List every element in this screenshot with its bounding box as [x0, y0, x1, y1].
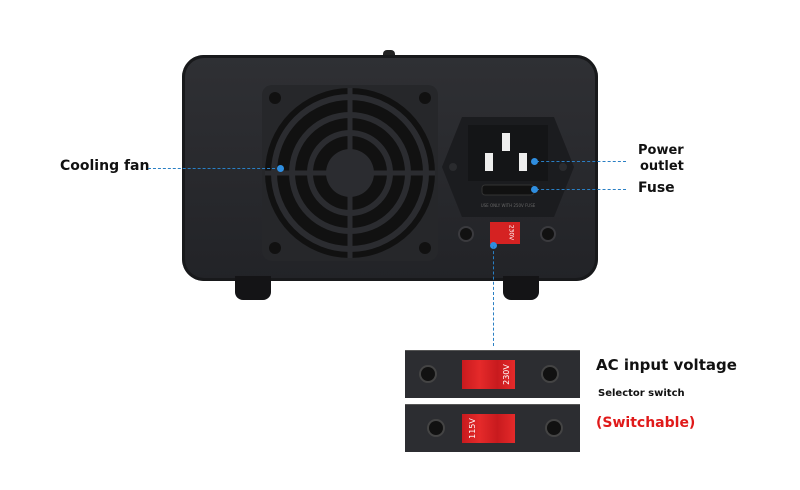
power-outlet-leader	[536, 161, 626, 162]
screw	[460, 228, 472, 240]
foot-left	[235, 276, 271, 300]
fuse-text: USE ONLY WITH 250V FUSE	[481, 203, 536, 208]
switch-marker	[490, 242, 497, 249]
power-outlet-marker	[531, 158, 538, 165]
switch-115v-detail: 115V	[405, 404, 580, 452]
switch-leader	[493, 246, 494, 346]
fuse-label: Fuse	[638, 180, 675, 196]
screw	[542, 228, 554, 240]
selector-switch-label: Selector switch	[598, 388, 685, 399]
switch-115v: 115V	[462, 414, 515, 443]
switch-230v-detail: 230V	[405, 350, 580, 398]
cooling-fan-leader	[148, 168, 280, 169]
voltage-selector-switch[interactable]: 230V	[490, 222, 520, 244]
switchable-label: (Switchable)	[596, 415, 696, 431]
power-outlet-icon: USE ONLY WITH 250V FUSE	[442, 117, 574, 217]
top-knob	[383, 50, 395, 58]
device-rear-panel: USE ONLY WITH 250V FUSE 230V	[182, 55, 598, 281]
cooling-fan-icon	[262, 85, 438, 261]
foot-right	[503, 276, 539, 300]
switch-230v: 230V	[462, 360, 515, 389]
power-outlet-label-1: Power	[638, 143, 684, 158]
power-outlet-label-2: outlet	[640, 159, 684, 174]
cooling-fan-marker	[277, 165, 284, 172]
ac-input-label: AC input voltage	[596, 356, 737, 374]
fuse-marker	[531, 186, 538, 193]
fuse-leader	[536, 189, 626, 190]
cooling-fan-label: Cooling fan	[60, 158, 150, 174]
